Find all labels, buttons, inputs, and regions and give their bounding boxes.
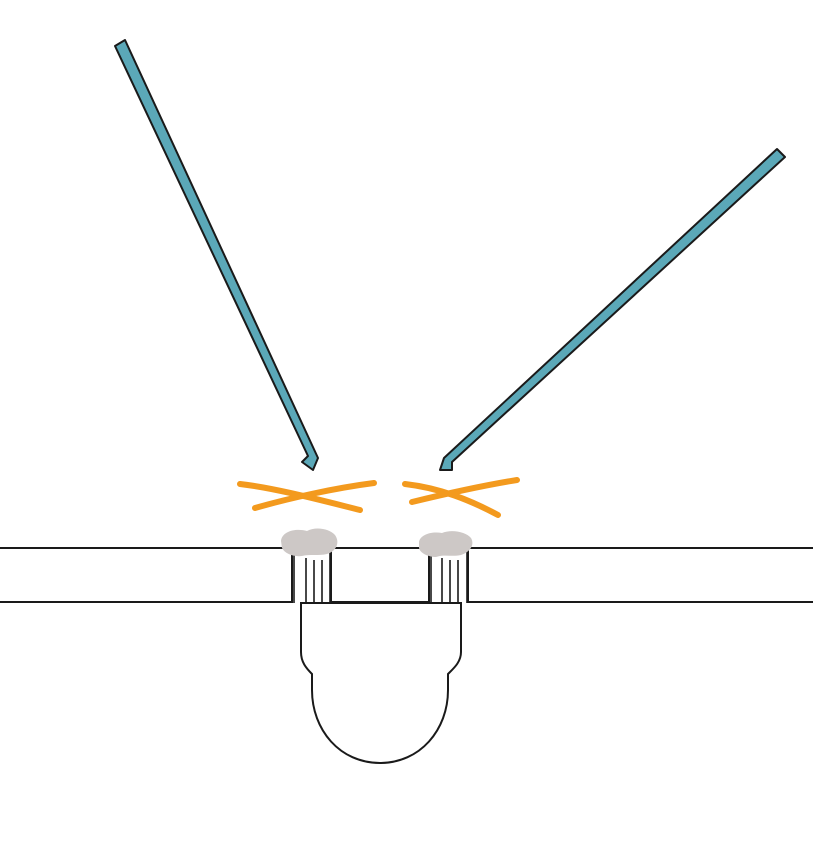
board-section-left	[0, 547, 293, 603]
solder-joint-left	[281, 528, 338, 557]
probe-left	[114, 39, 319, 471]
component-body	[300, 602, 462, 765]
spark-right	[402, 477, 520, 518]
solder-joint-right	[419, 531, 473, 557]
probe-right	[439, 148, 786, 471]
circuit-board	[0, 547, 813, 603]
spark-left	[237, 480, 377, 513]
lead-wires-left	[293, 552, 331, 603]
board-section-middle	[330, 547, 430, 603]
board-section-right	[467, 547, 813, 603]
lead-wires-right	[430, 552, 468, 603]
